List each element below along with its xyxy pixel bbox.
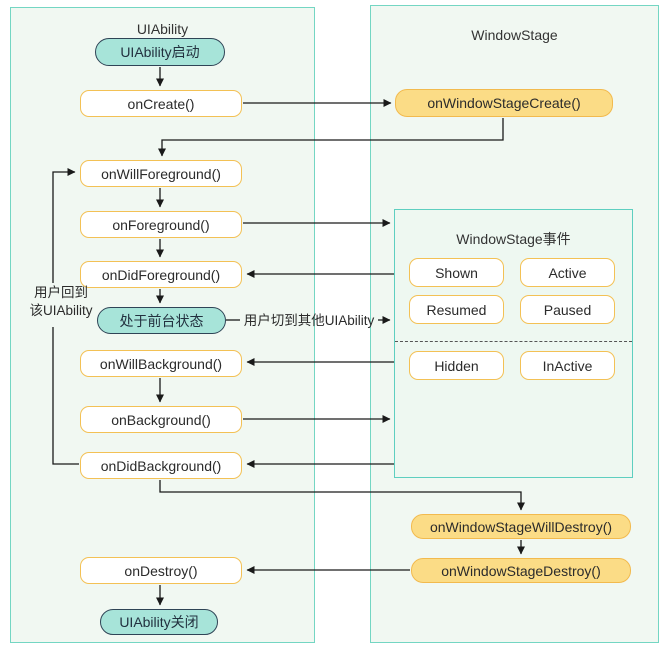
switch-out-label: 用户切到其他UIAbility <box>243 313 375 328</box>
node-uiability-start: UIAbility启动 <box>95 38 225 66</box>
node-foreground-state: 处于前台状态 <box>97 307 226 334</box>
node-onwillbackground: onWillBackground() <box>80 350 242 377</box>
node-oncreate: onCreate() <box>80 90 242 117</box>
uiability-title: UIAbility <box>136 21 189 37</box>
event-shown: Shown <box>409 258 504 287</box>
node-uiability-end: UIAbility关闭 <box>100 609 218 635</box>
windowstage-title: WindowStage <box>471 27 558 43</box>
windowstage-events-title: WindowStage事件 <box>456 231 571 247</box>
event-resumed: Resumed <box>409 295 504 324</box>
node-onwindowstagedestroy: onWindowStageDestroy() <box>411 558 631 583</box>
loop-back-label-line2: 该UIAbility <box>29 303 93 319</box>
node-ondidforeground: onDidForeground() <box>80 261 242 288</box>
node-onbackground: onBackground() <box>80 406 242 433</box>
node-onwillforeground: onWillForeground() <box>80 160 242 187</box>
event-hidden: Hidden <box>409 351 504 380</box>
event-inactive: InActive <box>520 351 615 380</box>
node-ondidbackground: onDidBackground() <box>80 452 242 479</box>
windowstage-events-box: WindowStage事件 Shown Active Resumed Pause… <box>394 209 633 478</box>
node-onwindowstagecreate: onWindowStageCreate() <box>395 89 613 117</box>
event-active: Active <box>520 258 615 287</box>
loop-back-label-line1: 用户回到 <box>34 285 88 300</box>
node-ondestroy: onDestroy() <box>80 557 242 584</box>
events-dashed-separator <box>395 341 632 342</box>
event-paused: Paused <box>520 295 615 324</box>
node-onwindowstagewilldestroy: onWindowStageWillDestroy() <box>411 514 631 539</box>
loop-back-label: 用户回到 该UIAbility <box>14 284 108 320</box>
node-onforeground: onForeground() <box>80 211 242 238</box>
